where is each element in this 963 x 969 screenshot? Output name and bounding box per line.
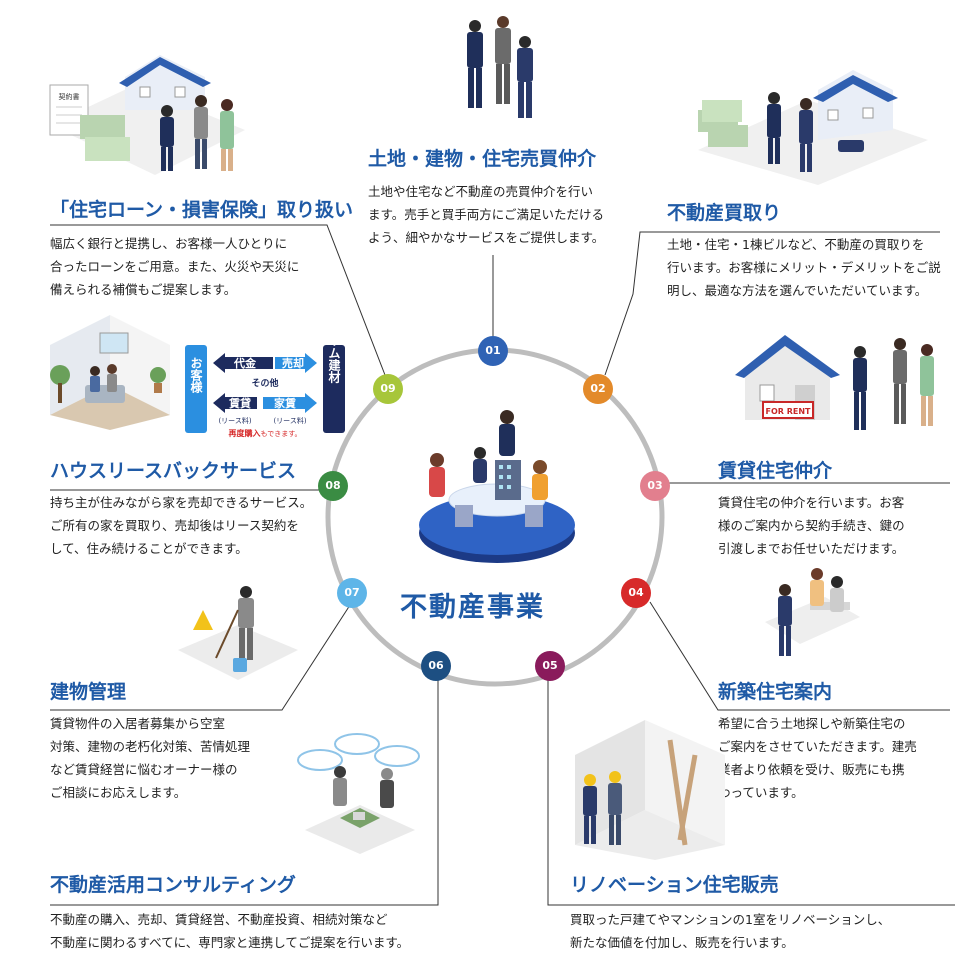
badge-03: 03: [640, 471, 670, 501]
leaseback-room-illustration: [50, 315, 170, 430]
badge-07: 07: [337, 578, 367, 608]
leaseback-note-bold: 再度購入: [228, 428, 260, 438]
contract-document-label: 契約書: [59, 92, 80, 101]
service-05-desc: 買取った戸建てやマンションの1室をリノベーションし、新たな価値を付加し、販売を行…: [570, 912, 891, 950]
service-03-title: 賃貸住宅仲介: [718, 460, 833, 482]
badge-04: 04: [621, 578, 651, 608]
leaseback-rent-fee: 家賃: [274, 396, 296, 410]
service-06-title: 不動産活用コンサルティング: [50, 874, 296, 896]
badge-05: 05: [535, 651, 565, 681]
service-07-desc: 賃貸物件の入居者募集から空室対策、建物の老朽化対策、苦情処理など賃貸経営に悩むオ…: [50, 716, 251, 800]
management-illustration: [178, 586, 298, 680]
renovation-illustration: [575, 720, 725, 860]
loan-illustration: 契約書: [49, 55, 245, 175]
service-04-title: 新築住宅案内: [718, 681, 833, 703]
leaseback-lease-left: (リース料): [218, 416, 251, 425]
service-02-title: 不動産買取り: [667, 202, 782, 224]
service-02-desc: 土地・住宅・1棟ビルなど、不動産の買取りを行います。お客様にメリット・デメリット…: [667, 237, 941, 298]
service-03-desc: 賃貸住宅の仲介を行います。お客様のご案内から契約手続き、鍵の引渡しまでお任せいた…: [718, 495, 905, 556]
center-title: 不動産事業: [400, 592, 545, 623]
leaseback-sell: 売却: [282, 356, 304, 370]
leaseback-flow-diagram: お客様 ホーム建材 代金 売却 その他 賃貸 家賃 (リース料) (リース料) …: [185, 345, 345, 438]
service-08-desc: 持ち主が住みながら家を売却できるサービス。ご所有の家を買取り、売却後はリース契約…: [50, 495, 313, 556]
consulting-illustration: [297, 733, 420, 854]
service-04-desc: 希望に合う土地探しや新築住宅のご案内をさせていただきます。建売業者より依頼を受け…: [718, 716, 917, 800]
service-09-desc: 幅広く銀行と提携し、お客様一人ひとりに合ったローンをご用意。また、火災や天災に備…: [50, 236, 300, 297]
service-01-desc: 土地や住宅など不動産の売買仲介を行います。売手と買手両方にご満足いただけるよう、…: [368, 184, 605, 245]
leaseback-rent: 賃貸: [228, 396, 251, 410]
badge-08: 08: [318, 471, 348, 501]
badge-01: 01: [478, 336, 508, 366]
leaseback-company-label: ホーム建材: [327, 345, 341, 384]
purchase-illustration: [698, 70, 928, 185]
service-08-title: ハウスリースバックサービス: [50, 460, 297, 482]
brokers-illustration: [467, 16, 533, 118]
badge-09: 09: [373, 374, 403, 404]
service-05-title: リノベーション住宅販売: [570, 874, 779, 896]
badge-02: 02: [583, 374, 613, 404]
leaseback-lease-right: (リース料): [273, 416, 306, 425]
leaseback-price: 代金: [233, 356, 257, 370]
leaseback-customer-label: お客様: [189, 357, 203, 394]
leaseback-note-rest: もできます。: [260, 430, 301, 438]
leaseback-other: その他: [251, 377, 278, 389]
svg-text:再度購入もできます。: 再度購入もできます。: [228, 428, 301, 438]
badge-06: 06: [421, 651, 451, 681]
service-09-title: 「住宅ローン・損害保険」取り扱い: [50, 199, 354, 221]
meeting-illustration: [419, 410, 575, 563]
service-07-title: 建物管理: [50, 681, 127, 703]
for-rent-sign: FOR RENT: [766, 407, 812, 416]
rental-illustration: FOR RENT: [735, 335, 934, 430]
newhome-illustration: [765, 568, 860, 656]
service-06-desc: 不動産の購入、売却、賃貸経営、不動産投資、相続対策など不動産に関わるすべてに、専…: [50, 912, 410, 950]
service-01-title: 土地・建物・住宅売買仲介: [368, 148, 597, 170]
